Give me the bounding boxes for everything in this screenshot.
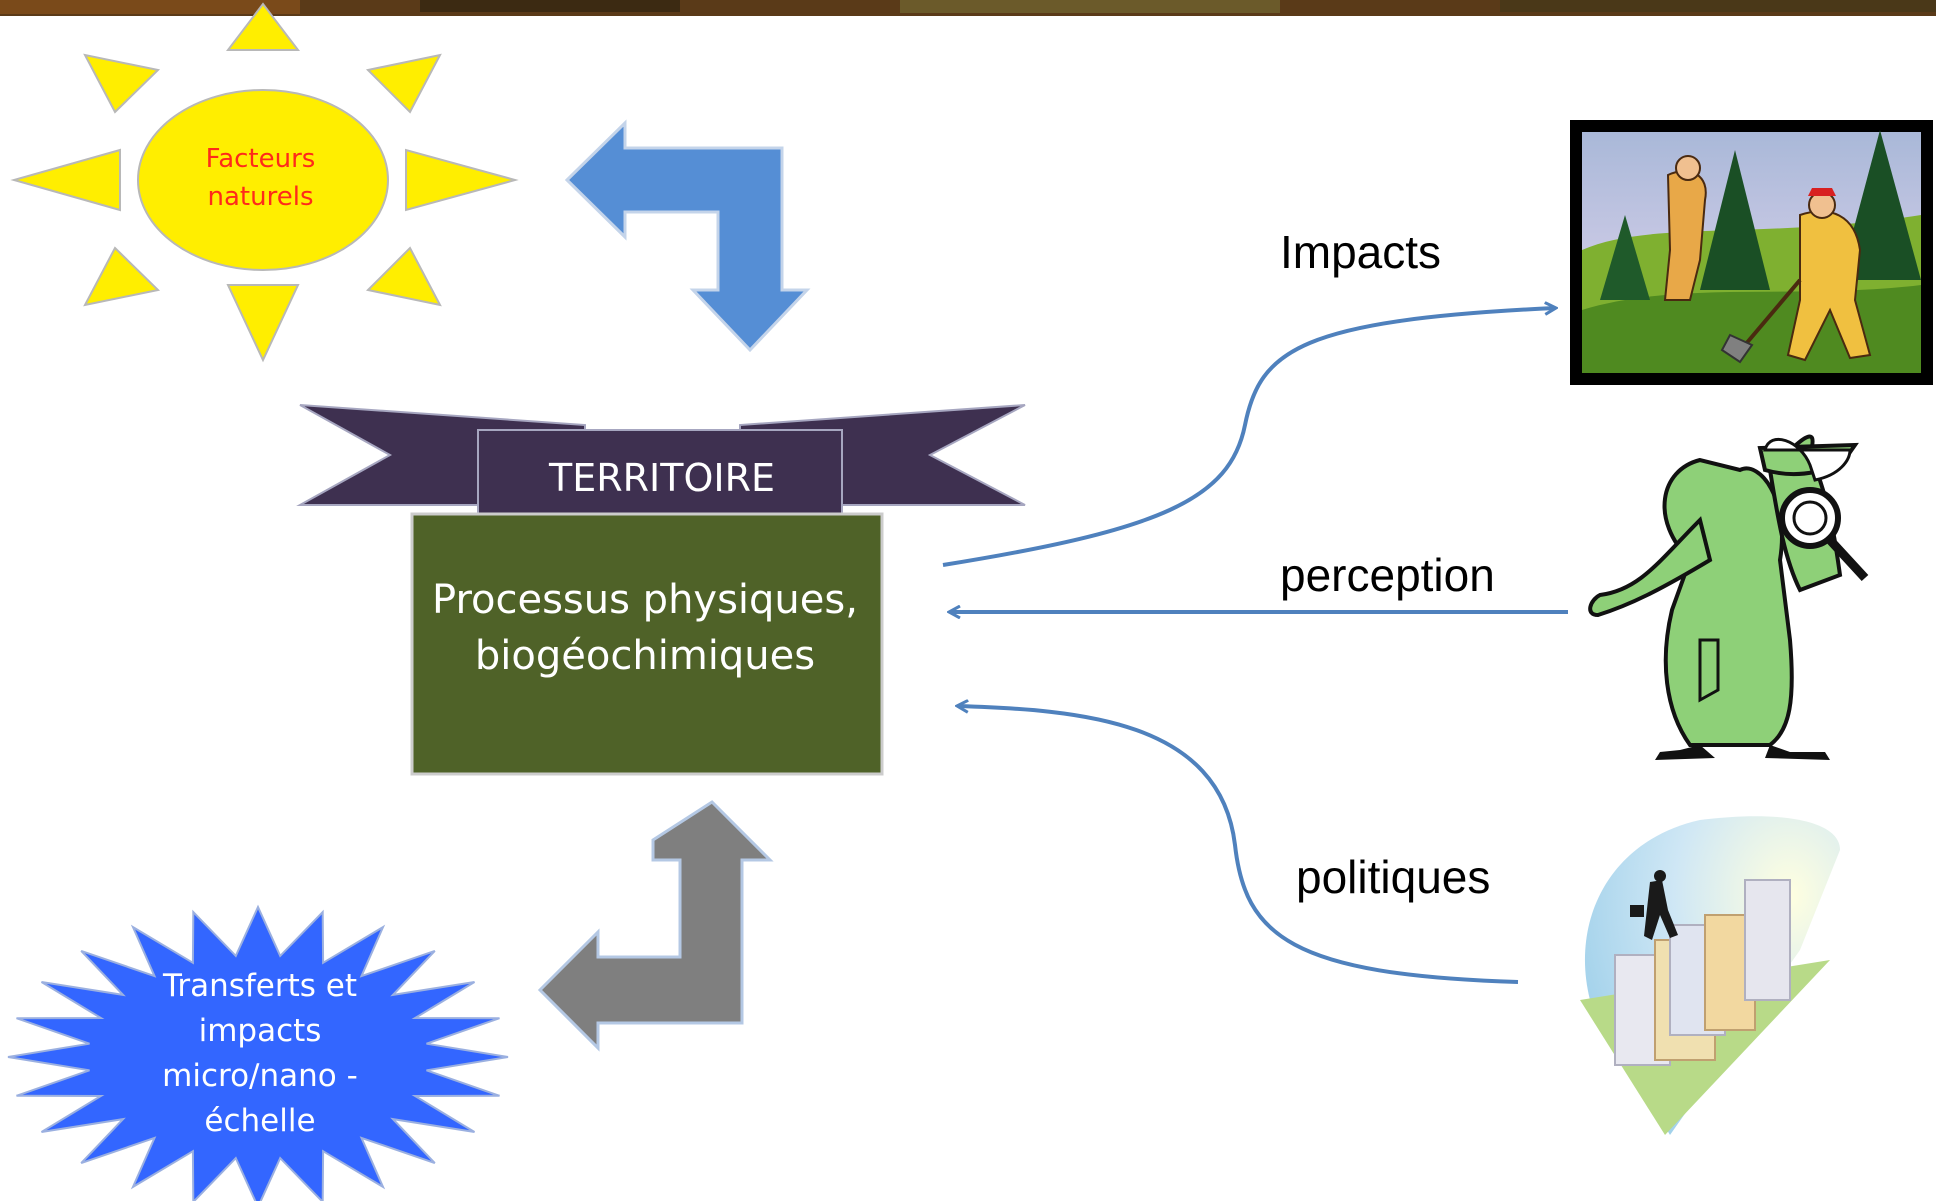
blue-bent-arrow: [564, 119, 811, 353]
politiques-arrow: [958, 706, 1519, 984]
natural-factors-line1: Facteurs: [205, 144, 316, 174]
territory-process-label: Processus physiques, biogéochimiques: [410, 572, 880, 684]
city-businessman-clipart-icon: [1580, 816, 1840, 1135]
transfers-line1: Transferts et: [162, 968, 358, 1004]
impacts-label: Impacts: [1280, 226, 1442, 278]
sun-shape: [10, 2, 519, 363]
territoire-title: TERRITOIRE: [549, 456, 775, 500]
impacts-arrow: [942, 308, 1555, 567]
top-photo-strip: [0, 0, 1936, 16]
politiques-label: politiques: [1296, 851, 1491, 903]
territory-process-box: [410, 512, 884, 776]
transfer-starburst: [7, 904, 509, 1201]
grey-bent-arrow: [537, 800, 774, 1052]
transfers-line2: impacts: [198, 1013, 322, 1049]
transfers-line3: micro/nano -: [162, 1058, 358, 1094]
transfers-line4: échelle: [204, 1103, 316, 1139]
territory-process-line1: Processus physiques,: [432, 577, 858, 623]
detective-magnifier-clipart-icon: [1588, 434, 1869, 760]
transfers-label: Transferts et impacts micro/nano - échel…: [135, 964, 385, 1144]
territoire-banner: [296, 404, 1026, 529]
perception-label: perception: [1280, 549, 1495, 601]
flow-arrows: [942, 308, 1568, 984]
natural-factors-label: Facteurs naturels: [148, 140, 373, 216]
territory-process-line2: biogéochimiques: [474, 633, 816, 679]
forest-workers-clipart-icon: [1570, 120, 1933, 385]
natural-factors-line2: naturels: [207, 182, 314, 212]
